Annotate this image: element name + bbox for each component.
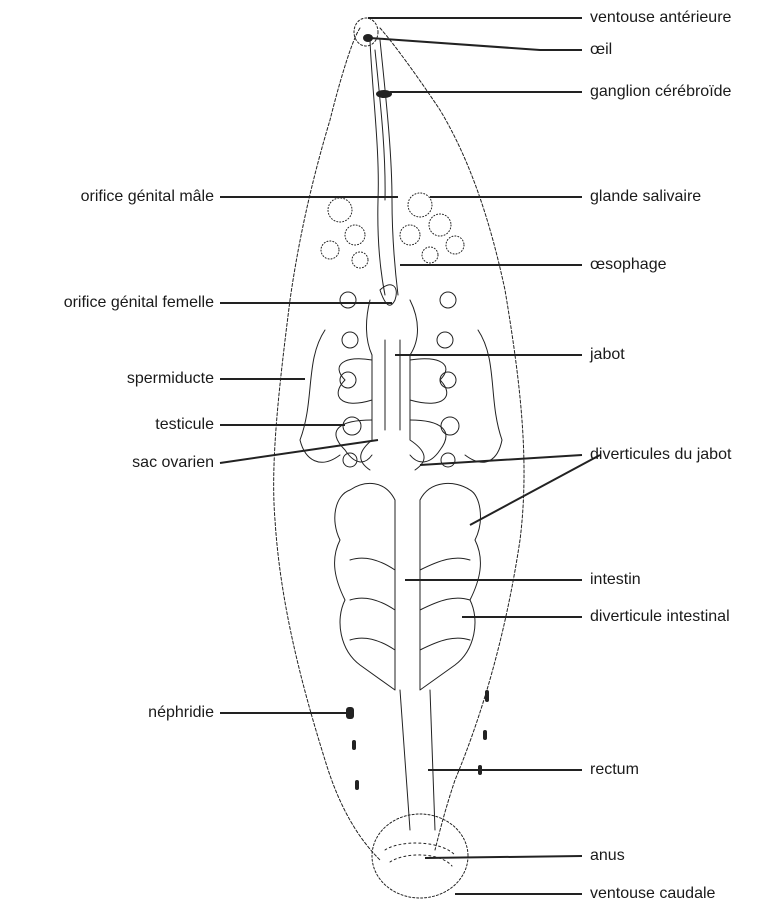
leader-oeil [370, 38, 582, 50]
label-oesophage: œsophage [590, 256, 667, 274]
label-nephridie: néphridie [0, 704, 214, 722]
label-anus: anus [590, 847, 625, 865]
label-oeil: œil [590, 41, 612, 59]
label-rectum: rectum [590, 761, 639, 779]
label-orifice-genital-femelle: orifice génital femelle [0, 294, 214, 312]
leader-anus [425, 856, 582, 858]
crop-diverticula [336, 359, 447, 462]
label-spermiducte: spermiducte [0, 370, 214, 388]
leader-diverticules-du-jabot [420, 455, 600, 525]
label-diverticule-intestinal: diverticule intestinal [590, 608, 730, 626]
label-ventouse-anterieure: ventouse antérieure [590, 9, 731, 27]
label-jabot: jabot [590, 346, 625, 364]
label-orifice-genital-male: orifice génital mâle [0, 188, 214, 206]
rectum [400, 690, 435, 830]
label-glande-salivaire: glande salivaire [590, 188, 701, 206]
caudal-sucker [372, 814, 468, 898]
label-diverticules-du-jabot: diverticules du jabot [590, 446, 731, 464]
cerebral-ganglion [376, 90, 392, 98]
intestine [335, 483, 481, 690]
label-testicule: testicule [0, 416, 214, 434]
label-ganglion-cerebroide: ganglion cérébroïde [590, 83, 731, 101]
crop [361, 300, 424, 470]
label-ventouse-caudale: ventouse caudale [590, 885, 715, 903]
spermiduct [300, 330, 340, 462]
label-sac-ovarien: sac ovarien [0, 454, 214, 472]
label-intestin: intestin [590, 571, 641, 589]
